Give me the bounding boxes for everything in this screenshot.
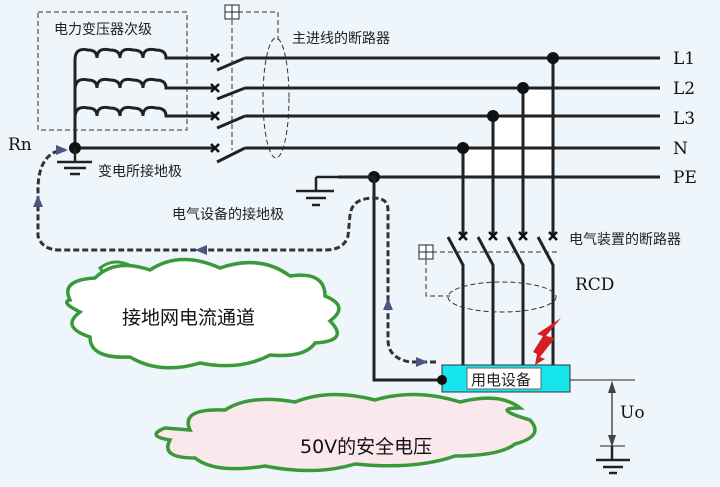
cloud-ground-path: 接地网电流通道 [64, 257, 341, 370]
main-breaker-label: 主进线的断路器 [292, 31, 390, 47]
rn-label: Rn [8, 135, 32, 155]
line-label-l1: L1 [673, 49, 695, 69]
device-breaker [446, 236, 555, 365]
rcd-mechanism [425, 251, 560, 313]
main-breaker [216, 56, 246, 164]
equipment-ground-label: 电气设备的接地极 [172, 206, 284, 223]
cloud-safe-voltage-label: 50V的安全电压 [300, 436, 432, 458]
pe-conductor [372, 177, 442, 382]
fault-current-path [36, 148, 436, 364]
line-label-l3: L3 [673, 109, 695, 129]
transformer-label: 电力变压器次级 [54, 22, 152, 38]
main-breaker-mechanism [231, 11, 290, 159]
tap-lines [461, 58, 555, 236]
uo-label: Uo [620, 403, 645, 423]
line-label-n: N [673, 139, 688, 159]
cloud-safe-voltage: 50V的安全电压 [154, 392, 537, 473]
equipment-ground-node [437, 375, 447, 385]
cloud-ground-path-label: 接地网电流通道 [122, 307, 255, 329]
transformer-coils [73, 47, 215, 150]
breaker-x-marks-main [210, 53, 220, 153]
uo-ground-icon [596, 445, 630, 475]
line-label-pe: PE [673, 168, 697, 188]
rcd-label: RCD [575, 275, 614, 295]
equipment-ground-icon [296, 175, 374, 207]
transformer-box [37, 11, 188, 131]
substation-ground-label: 变电所接地极 [98, 163, 182, 180]
current-direction-arrows [33, 145, 428, 367]
fault-lightning-icon [533, 318, 561, 365]
substation-ground-icon [57, 148, 92, 176]
tap-nodes [457, 52, 559, 154]
device-breaker-label: 电气装置的断路器 [569, 232, 681, 248]
line-label-l2: L2 [673, 79, 695, 99]
breaker-x-marks-device [458, 231, 558, 241]
equipment-label: 用电设备 [471, 371, 531, 389]
